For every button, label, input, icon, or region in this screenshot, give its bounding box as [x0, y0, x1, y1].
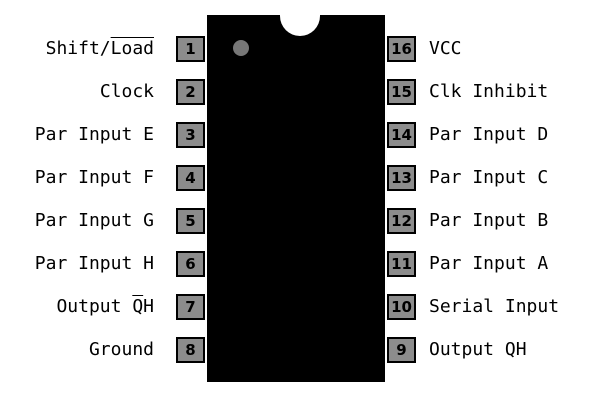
pin-1-label-part: Shift/ — [45, 38, 111, 59]
pin-3-box: 3 — [176, 122, 205, 148]
pin-13-label: Par Input C — [429, 165, 548, 191]
pin-2-label-part: Clock — [99, 81, 154, 102]
pin-11-label-part: Par Input A — [429, 253, 549, 274]
pin-9-box: 9 — [387, 337, 416, 363]
pin-14-box: 14 — [387, 122, 416, 148]
pin-12-label-part: Par Input B — [429, 210, 549, 231]
pin-11-box: 11 — [387, 251, 416, 277]
pin-5-label: Par Input G — [35, 208, 154, 234]
pin-5-label-part: Par Input G — [34, 210, 154, 231]
pin-7-label-part: H — [143, 296, 154, 317]
pin-7-label-part: Q — [132, 296, 144, 317]
pin-15-box: 15 — [387, 79, 416, 105]
pin-7-box: 7 — [176, 294, 205, 320]
pin-8-label: Ground — [89, 337, 154, 363]
pin-7-label-part: Output — [56, 296, 133, 317]
pin-16-box: 16 — [387, 36, 416, 62]
pin-1-label: Shift/Load — [46, 36, 154, 62]
pin-3-label: Par Input E — [35, 122, 154, 148]
pin-16-label-part: VCC — [429, 38, 462, 59]
pin-4-label-part: Par Input F — [34, 167, 154, 188]
pin-14-label: Par Input D — [429, 122, 548, 148]
pin1-indicator-dot — [233, 40, 249, 56]
pin-1-box: 1 — [176, 36, 205, 62]
pin-1-label-part: Load — [110, 38, 154, 59]
ic-chip-body — [207, 15, 385, 382]
pin-11-label: Par Input A — [429, 251, 548, 277]
pin-15-label-part: Clk Inhibit — [429, 81, 549, 102]
pin-8-label-part: Ground — [88, 339, 154, 360]
pin-10-label-part: Serial Input — [429, 296, 560, 317]
pin-15-label: Clk Inhibit — [429, 79, 548, 105]
pin-2-box: 2 — [176, 79, 205, 105]
pin-14-label-part: Par Input D — [429, 124, 549, 145]
pin-10-box: 10 — [387, 294, 416, 320]
pin-6-label: Par Input H — [35, 251, 154, 277]
pin-12-box: 12 — [387, 208, 416, 234]
pin-4-box: 4 — [176, 165, 205, 191]
pin-9-label: Output QH — [429, 337, 527, 363]
pin-5-box: 5 — [176, 208, 205, 234]
pin-8-box: 8 — [176, 337, 205, 363]
pin-10-label: Serial Input — [429, 294, 559, 320]
pin-9-label-part: Output QH — [429, 339, 527, 360]
pin-3-label-part: Par Input E — [34, 124, 154, 145]
pin-6-label-part: Par Input H — [34, 253, 154, 274]
pin-13-box: 13 — [387, 165, 416, 191]
pin-13-label-part: Par Input C — [429, 167, 549, 188]
pin-2-label: Clock — [100, 79, 154, 105]
pin-4-label: Par Input F — [35, 165, 154, 191]
pin-16-label: VCC — [429, 36, 462, 62]
pin-12-label: Par Input B — [429, 208, 548, 234]
pin-6-box: 6 — [176, 251, 205, 277]
pin-7-label: Output QH — [56, 294, 154, 320]
